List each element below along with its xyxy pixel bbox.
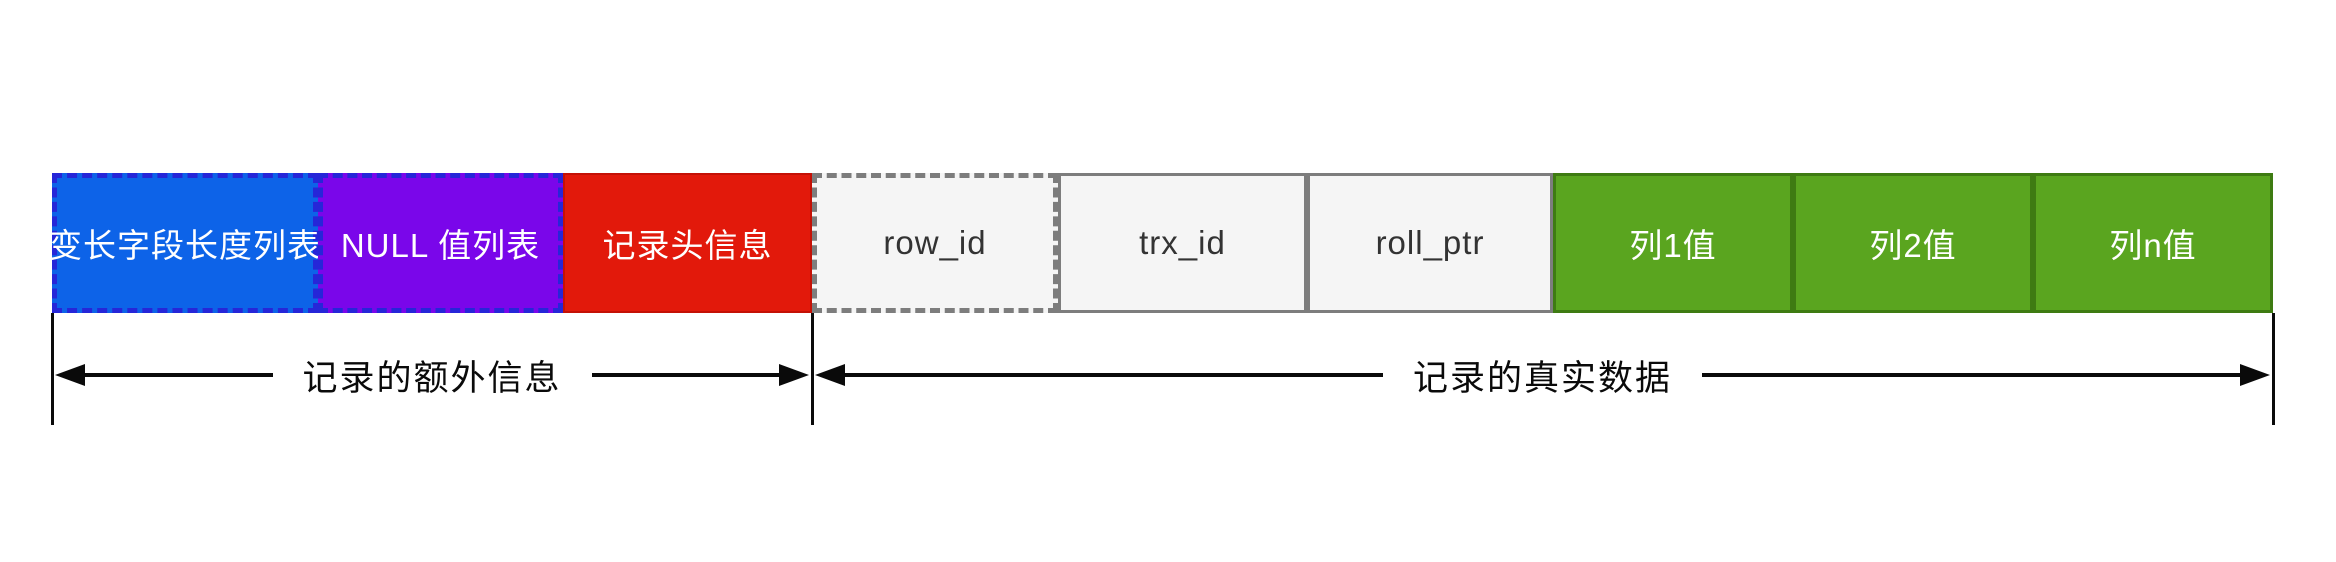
cell-row-id: row_id	[812, 173, 1058, 313]
cell-trx-id: trx_id	[1058, 173, 1307, 313]
cell-label-col1-value: 列1值	[1629, 227, 1717, 264]
boundary-tick	[811, 313, 814, 425]
cell-col2-value: 列2值	[1793, 173, 2033, 313]
cell-label-record-header-info: 记录头信息	[602, 227, 773, 264]
cell-label-trx-id: trx_id	[1139, 224, 1226, 261]
arrow-line	[85, 373, 273, 377]
cell-label-null-value-list: NULL 值列表	[340, 227, 541, 264]
span-arrow-extra-info: 记录的额外信息	[55, 313, 810, 437]
boundary-tick	[2272, 313, 2275, 425]
cell-record-header-info: 记录头信息	[563, 173, 812, 313]
arrowhead-left-icon	[55, 364, 85, 386]
cell-roll-ptr: roll_ptr	[1307, 173, 1553, 313]
arrowhead-right-icon	[2240, 364, 2271, 386]
cell-null-value-list: NULL 值列表	[318, 173, 563, 313]
boundary-tick	[51, 313, 54, 425]
cell-coln-value: 列n值	[2033, 173, 2273, 313]
cell-label-var-length-field-list: 变长字段长度列表	[49, 227, 321, 264]
cell-label-row-id: row_id	[883, 224, 987, 261]
cell-label-roll-ptr: roll_ptr	[1375, 224, 1485, 261]
arrowhead-right-icon	[779, 364, 810, 386]
arrow-line	[591, 373, 780, 377]
cell-label-col2-value: 列2值	[1869, 227, 1957, 264]
cell-var-length-field-list: 变长字段长度列表	[49, 173, 321, 313]
arrow-line	[845, 373, 1383, 377]
span-label-extra-info: 记录的额外信息	[302, 358, 562, 398]
record-structure-bar: 变长字段长度列表 NULL 值列表 记录头信息 row_id trx_id roll_pt…	[49, 173, 2273, 313]
cell-label-coln-value: 列n值	[2109, 227, 2197, 264]
cell-col1-value: 列1值	[1553, 173, 1793, 313]
span-arrow-real-data: 记录的真实数据	[815, 313, 2271, 437]
arrow-line	[1702, 373, 2241, 377]
arrowhead-left-icon	[815, 364, 845, 386]
span-label-real-data: 记录的真实数据	[1413, 358, 1673, 398]
